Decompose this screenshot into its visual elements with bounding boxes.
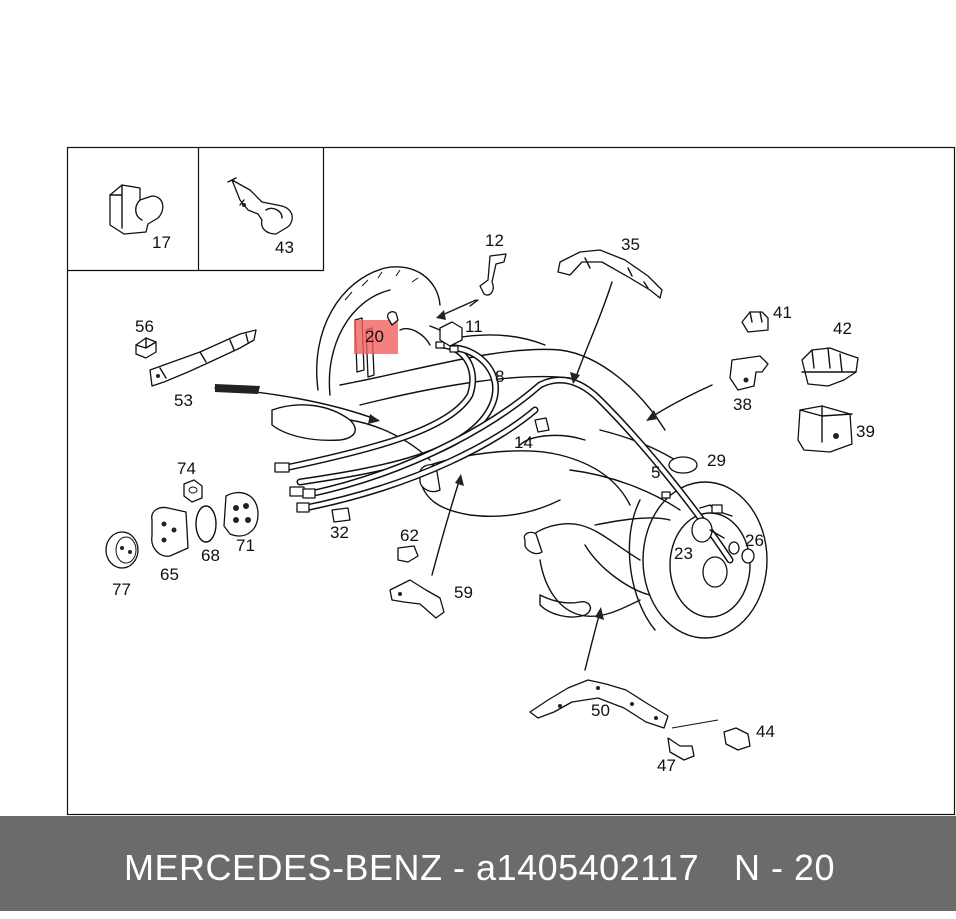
callout-32: 32 (330, 523, 349, 542)
part-74-nut (183, 479, 203, 503)
part-23-sensor (691, 517, 725, 543)
part-32-sleeve (331, 507, 351, 523)
part-39-block (797, 405, 853, 453)
part-77-cap (105, 531, 139, 569)
part-50-shield (529, 679, 719, 729)
callout-39: 39 (856, 422, 875, 441)
callout-41: 41 (773, 303, 792, 322)
callout-74: 74 (177, 459, 196, 478)
part-12-bracket (469, 253, 507, 307)
part-68-o-ring (195, 505, 217, 543)
footer-part-title: MERCEDES-BENZ - a1405402117 (124, 847, 700, 888)
callout-20: 20 (365, 327, 384, 346)
part-26-bolt (728, 541, 755, 564)
footer-bar: MERCEDES-BENZ - a1405402117 N - 20 (0, 816, 956, 911)
callout-50: 50 (591, 701, 610, 720)
callout-53: 53 (174, 391, 193, 410)
callout-59: 59 (454, 583, 473, 602)
part-35-bracket (557, 249, 663, 299)
part-53-bracket (149, 329, 257, 387)
callout-14: 14 (514, 433, 533, 452)
callout-77: 77 (112, 580, 131, 599)
part-59-bracket (389, 579, 445, 619)
part-65-housing (151, 506, 189, 557)
callout-43: 43 (275, 238, 294, 257)
callout-26: 26 (745, 531, 764, 550)
part-17-clamp (109, 184, 164, 235)
part-38-bracket (729, 355, 769, 391)
callout-35: 35 (621, 235, 640, 254)
callout-47: 47 (657, 756, 676, 775)
callout-23: 23 (674, 544, 693, 563)
part-47-bolt (667, 737, 695, 761)
part-71-connector (223, 491, 259, 537)
part-43-bracket (227, 177, 293, 235)
part-29-fitting (699, 504, 733, 517)
callout-44: 44 (756, 722, 775, 741)
footer-part-ref: N - 20 (734, 847, 836, 888)
inset-box-divider (67, 147, 325, 272)
part-41-clip (741, 311, 769, 333)
callout-29: 29 (707, 451, 726, 470)
callout-11: 11 (465, 317, 483, 336)
part-11-bolt (429, 321, 463, 347)
callout-5: 5 (651, 463, 660, 482)
brake-lines (274, 341, 734, 564)
callout-8: 8 (495, 367, 504, 386)
callout-65: 65 (160, 565, 179, 584)
callout-labels: 17 43 12 35 41 42 56 20 11 8 53 38 39 14… (112, 231, 875, 775)
part-56-nut (135, 337, 157, 359)
callout-38: 38 (733, 395, 752, 414)
pointer-arrows (214, 281, 713, 671)
callout-56: 56 (135, 317, 154, 336)
part-42-clip (801, 347, 859, 387)
callout-42: 42 (833, 319, 852, 338)
diagram-frame (66, 146, 956, 816)
callout-17: 17 (152, 233, 171, 252)
callout-12: 12 (485, 231, 504, 250)
callout-71: 71 (236, 536, 255, 555)
callout-62: 62 (400, 526, 419, 545)
part-62-clip (397, 545, 419, 563)
parts-diagram: 17 43 12 35 41 42 56 20 11 8 53 38 39 14… (66, 146, 956, 816)
callout-68: 68 (201, 546, 220, 565)
highlight-part-20 (354, 320, 398, 354)
part-44-bolt (723, 727, 751, 751)
